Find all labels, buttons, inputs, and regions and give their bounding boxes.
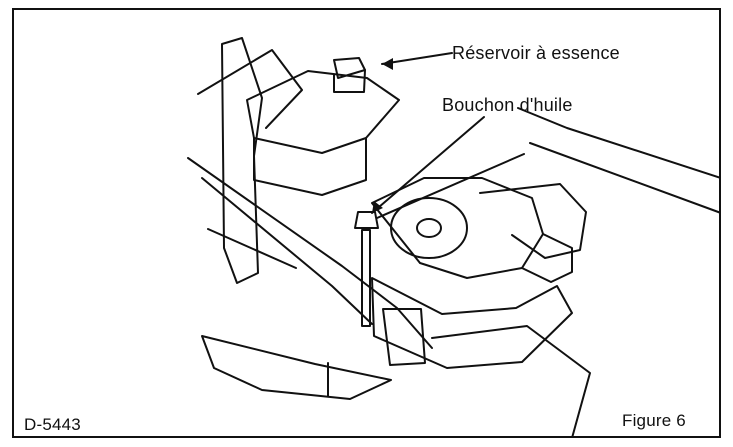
- engine-illustration: [187, 37, 721, 438]
- steering-column: [197, 49, 303, 129]
- oil-cap-arrowhead: [372, 201, 383, 213]
- engine-top-plate: [479, 183, 587, 259]
- deck-lower-left: [201, 335, 392, 400]
- figure-number: Figure 6: [622, 411, 686, 430]
- engine-lower-body: [371, 277, 573, 369]
- left-frame-line-lower: [201, 177, 373, 325]
- chassis-rail-left: [221, 37, 263, 284]
- fuel-tank-neck: [333, 69, 366, 93]
- oil-filler-cap: [354, 211, 379, 229]
- right-rail: [517, 107, 721, 179]
- oil-cap-leader: [371, 116, 485, 214]
- deck-lower-right: [431, 325, 591, 438]
- oil-filler-tube: [361, 229, 371, 327]
- fuel-tank-body: [246, 70, 400, 154]
- fuel-tank-side: [253, 137, 367, 196]
- oil-cap-secondary-leader: [376, 153, 525, 219]
- illustration-frame: [12, 8, 721, 438]
- right-rail-inner: [529, 142, 721, 214]
- engine-pulley: [390, 197, 468, 259]
- oil-cap-label: Bouchon d'huile: [442, 95, 573, 115]
- engine-cover-right: [521, 233, 573, 283]
- engine-pulley-inner: [416, 218, 442, 238]
- fuel-tank-leader: [381, 52, 453, 65]
- left-cross-bar: [207, 228, 297, 269]
- drawing-code: D-5443: [24, 415, 81, 434]
- fuel-tank-label: Réservoir à essence: [452, 43, 620, 63]
- muffler: [382, 308, 426, 366]
- fuel-tank-arrowhead: [382, 58, 393, 70]
